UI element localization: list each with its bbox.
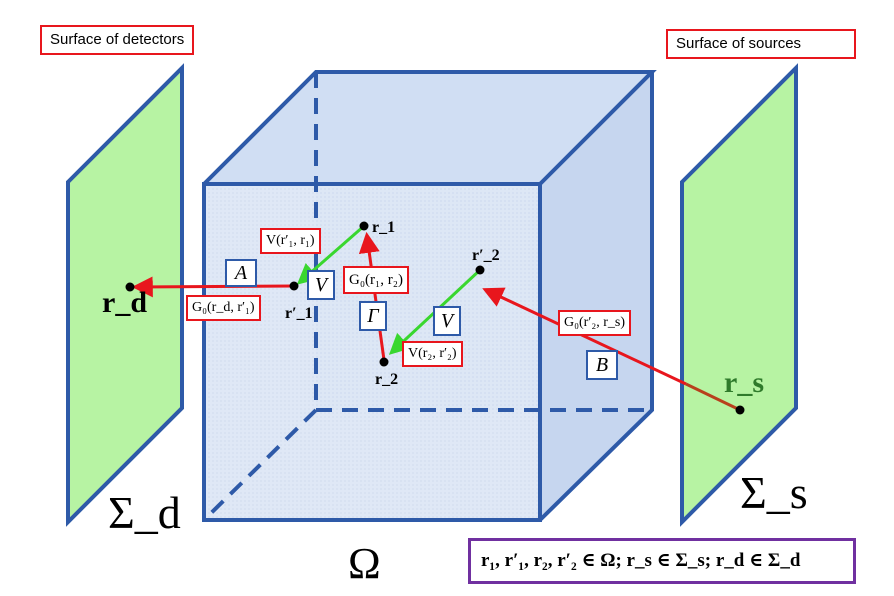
cube-omega	[202, 70, 657, 522]
label-sigma-s: Σ_s	[740, 467, 808, 518]
label-r1: r_1	[372, 219, 395, 236]
label-r1p: r′_1	[285, 305, 313, 322]
g0-r2p-rs-label: G₀(r′₂, r_s)	[558, 310, 632, 336]
sources-surface-label: Surface of sources	[666, 29, 856, 59]
detectors-surface-label: Surface of detectors	[40, 25, 195, 55]
label-rs: r_s	[724, 366, 764, 399]
label-sigma-d: Σ_d	[108, 487, 181, 538]
label-r2p: r′_2	[472, 247, 500, 264]
detectors-plane	[66, 63, 184, 527]
operator-b-label: B	[586, 350, 618, 380]
point-r1p	[289, 281, 299, 291]
point-rd	[125, 282, 135, 292]
sources-plane	[680, 63, 798, 527]
point-rs	[735, 405, 745, 415]
point-r2p	[475, 265, 485, 275]
label-r2: r_2	[375, 371, 398, 388]
g0-rd-r1p-label: G₀(r_d, r′₁)	[186, 295, 261, 321]
membership-equation: r₁, r′₁, r₂, r′₂ ∈ Ω; r_s ∈ Σ_s; r_d ∈ Σ…	[468, 538, 856, 584]
point-r1	[359, 221, 369, 231]
g0-r1-r2-label: G₀(r₁, r₂)	[343, 266, 410, 294]
label-omega: Ω	[348, 539, 381, 588]
point-r2	[379, 357, 389, 367]
operator-v1-label: V	[307, 270, 335, 300]
v-r2-r2p-label: V(r₂, r′₂)	[402, 341, 463, 367]
label-rd: r_d	[102, 286, 147, 319]
arrow-gamma	[358, 231, 386, 361]
arrow-a	[131, 276, 295, 298]
arrow-gs	[482, 287, 687, 386]
operator-gamma-label: Γ	[359, 301, 387, 331]
operator-v2-label: V	[433, 306, 461, 336]
source-line-outside	[685, 382, 741, 412]
operator-a-label: A	[225, 259, 257, 287]
v-r1p-r1-label: V(r′₁, r₁)	[260, 228, 321, 254]
